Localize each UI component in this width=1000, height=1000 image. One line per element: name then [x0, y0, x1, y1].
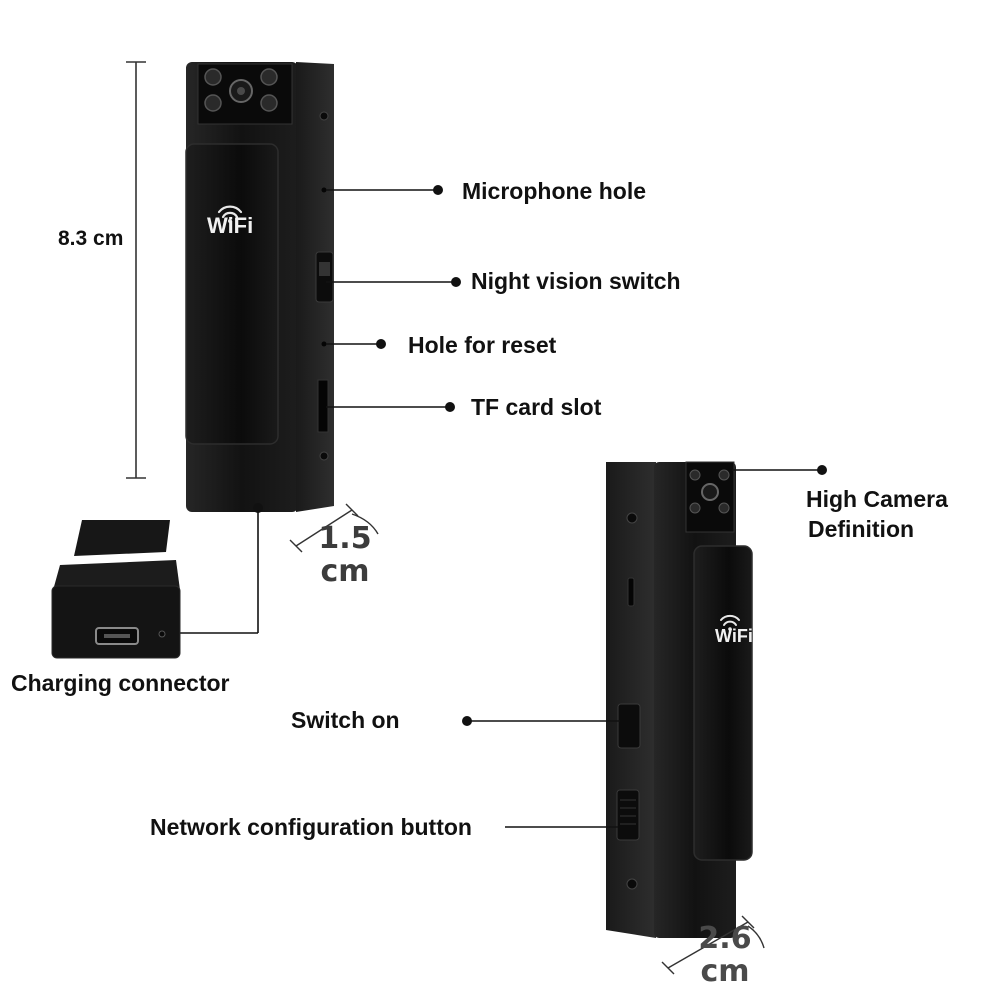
camera-device-front-view [185, 62, 334, 512]
side-screw-icon [319, 111, 329, 121]
height-dimension-line [126, 61, 146, 479]
leader-lines-bottom [467, 469, 822, 828]
label-high-camera-line2: Definition [808, 516, 915, 542]
ir-led-icon [718, 469, 730, 481]
width-dimension-line [661, 915, 765, 975]
wifi-dot [728, 627, 732, 631]
reset-hole-icon [321, 341, 327, 347]
ir-led-icon [260, 68, 278, 86]
wifi-icon [720, 614, 740, 626]
side-screw-icon [319, 451, 329, 461]
dimension-width-value: 2.6 [698, 921, 752, 956]
dimension-depth-unit: cm [320, 554, 370, 589]
button-ridges [620, 799, 636, 825]
dimension-depth: 1.5 cm [310, 522, 380, 588]
side-screw-icon [626, 878, 638, 890]
charging-connector-closeup [51, 520, 181, 659]
wifi-dot [228, 219, 232, 223]
belt-clip [693, 545, 753, 861]
wifi-badge-text-side: WiFi [715, 626, 753, 646]
label-network-configuration-button: Network configuration button [150, 814, 472, 840]
wifi-badge-text: WiFi [207, 213, 254, 238]
label-microphone-hole: Microphone hole [462, 178, 646, 204]
switch-knob [319, 262, 330, 276]
depth-dimension-line [289, 503, 379, 553]
ir-led-icon [204, 94, 222, 112]
label-tf-card-slot: TF card slot [471, 394, 602, 420]
belt-clip [185, 143, 279, 445]
camera-lens-center [237, 87, 245, 95]
power-switch-icon [617, 703, 641, 749]
ir-led-icon [204, 68, 222, 86]
dimension-depth-value: 1.5 [318, 521, 372, 556]
leader-dots-bottom [462, 465, 827, 726]
microphone-hole-icon [321, 187, 327, 193]
usb-port-pins [104, 634, 130, 638]
wifi-icon [217, 205, 243, 219]
device-side [606, 462, 656, 938]
tf-card-slot-icon [317, 379, 329, 433]
label-hole-for-reset: Hole for reset [408, 332, 557, 358]
closeup-body-end [51, 585, 181, 659]
night-vision-switch-icon [315, 251, 334, 303]
closeup-clip [74, 520, 170, 556]
led-indicator-icon [158, 630, 166, 638]
ir-led-icon [260, 94, 278, 112]
label-charging-connector: Charging connector [11, 670, 230, 696]
label-switch-on: Switch on [291, 707, 400, 733]
dimension-height: 8.3 cm [58, 227, 124, 250]
label-night-vision-switch: Night vision switch [471, 268, 681, 294]
side-slot-icon [627, 577, 635, 607]
side-screw-icon [626, 512, 638, 524]
ir-led-icon [718, 502, 730, 514]
ir-led-icon [689, 469, 701, 481]
network-button-icon [616, 789, 640, 841]
camera-lens-icon [701, 483, 719, 501]
camera-device-side-view [606, 461, 753, 938]
dimension-width: 2.6 cm [690, 922, 760, 988]
ir-led-icon [689, 502, 701, 514]
dimension-width-unit: cm [700, 954, 750, 989]
label-high-camera-line1: High Camera [806, 486, 948, 512]
